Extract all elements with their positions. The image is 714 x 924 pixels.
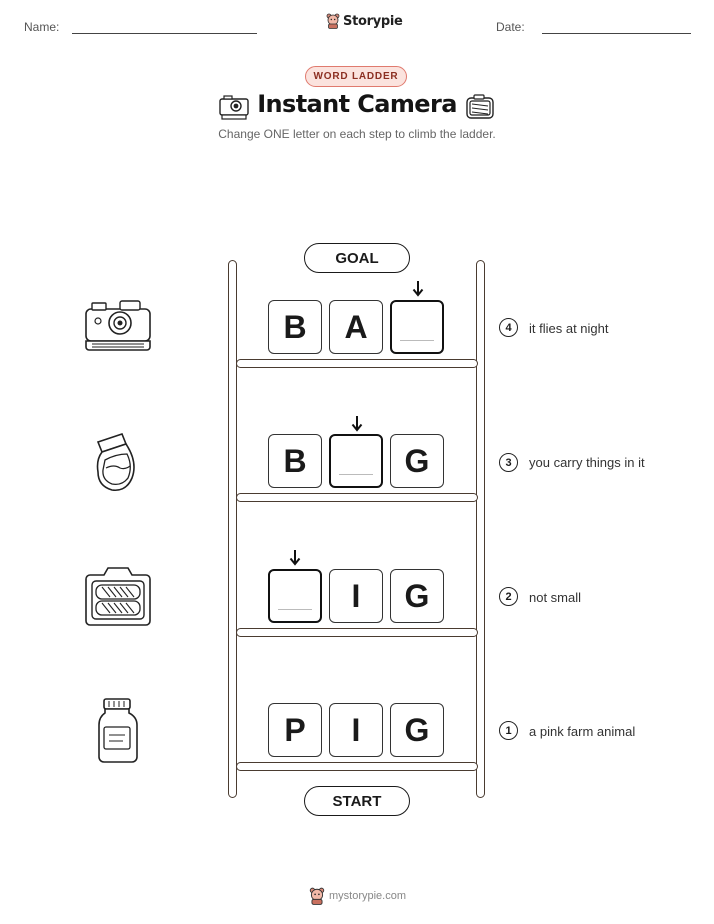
letter-tile: A [329,300,383,354]
date-field[interactable] [542,33,691,34]
name-field[interactable] [72,33,257,34]
footer: mystorypie.com [309,887,406,905]
bear-logo-icon [326,13,340,29]
blank-letter-input[interactable] [268,569,322,623]
letter-tile: I [329,703,383,757]
instructions: Change ONE letter on each step to climb … [218,127,496,141]
film-camera-icon [85,567,151,626]
ladder-right-rail [476,260,485,798]
date-label: Date: [496,20,525,34]
jar-icon [98,698,138,763]
ladder-rung [236,628,478,637]
step-number: 2 [499,587,518,606]
letter-tile: B [268,300,322,354]
letter-tile: G [390,569,444,623]
blank-letter-input[interactable] [329,434,383,488]
arrow-down-icon [289,550,301,566]
arrow-down-icon [412,281,424,297]
film-camera-icon [466,94,494,119]
clue-text: a pink farm animal [529,724,636,739]
ladder-rung [236,493,478,502]
clue-text: it flies at night [529,321,609,336]
start-label: START [304,786,410,816]
goal-label: GOAL [304,243,410,273]
letter-tile: G [390,434,444,488]
ladder-rung [236,359,478,368]
letter-tile: G [390,703,444,757]
ladder-rung [236,762,478,771]
clue-text: you carry things in it [529,455,645,470]
page-title: Instant Camera [257,90,457,118]
instant-camera-icon [85,300,151,351]
ladder-left-rail [228,260,237,798]
letter-tile: I [329,569,383,623]
letter-tile: B [268,434,322,488]
clue-text: not small [529,590,582,605]
instant-camera-icon [219,95,249,120]
step-number: 4 [499,318,518,337]
brand-logo: Storypie [326,13,403,29]
brand-name: Storypie [343,13,403,29]
step-number: 3 [499,453,518,472]
blank-letter-input[interactable] [390,300,444,354]
arrow-down-icon [351,416,363,432]
bear-logo-icon [309,887,325,905]
footer-url[interactable]: mystorypie.com [329,890,407,902]
name-label: Name: [24,20,60,34]
pouch-icon [96,433,135,492]
letter-tile: P [268,703,322,757]
word-ladder-badge: WORD LADDER [305,66,407,87]
step-number: 1 [499,721,518,740]
